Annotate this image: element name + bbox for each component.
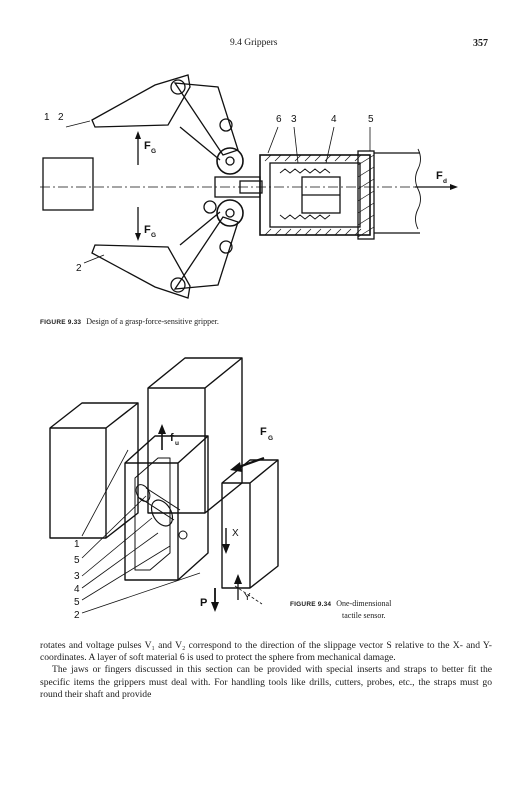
figure-9-33-drawing: 1 2 2 6 3 4 5 F G F G F d xyxy=(40,65,500,310)
label-2-bottom: 2 xyxy=(76,263,82,274)
label-n3: 3 xyxy=(74,571,80,582)
page-header: 9.4 Grippers 357 xyxy=(40,38,500,54)
lower-jaw xyxy=(91,244,191,299)
label-y: Y xyxy=(244,592,251,603)
label-fd: F xyxy=(436,170,443,182)
label-n5b: 5 xyxy=(74,597,80,608)
label-fu: f xyxy=(170,432,174,444)
label-fg: F xyxy=(260,426,267,438)
figure-9-34-caption-line2: tactile sensor. xyxy=(342,611,386,620)
label-6: 6 xyxy=(276,114,282,125)
label-fd-sub: d xyxy=(443,178,447,185)
page-number: 357 xyxy=(473,38,488,49)
left-jaw xyxy=(49,402,139,539)
label-n1: 1 xyxy=(74,539,80,550)
label-fg-top-sub: G xyxy=(151,148,156,155)
figure-9-34-drawing: F G f u X Y P 1 5 3 4 5 2 xyxy=(40,348,340,623)
paragraph-1: rotates and voltage pulses V₁ and V₂ cor… xyxy=(40,640,492,664)
label-x: X xyxy=(232,528,239,539)
label-n4: 4 xyxy=(74,584,80,595)
sensor-housing xyxy=(124,435,209,581)
label-fu-sub: u xyxy=(175,440,179,447)
figure-9-34-caption-label: FIGURE 9.34 xyxy=(290,601,332,608)
lower-link xyxy=(173,216,239,290)
label-n2: 2 xyxy=(74,610,80,621)
tactile-sensor-diagram: F G f u X Y P 1 5 3 4 5 2 xyxy=(49,357,279,621)
figure-9-34-caption-line1: One-dimensional xyxy=(336,599,392,608)
running-header-section: 9.4 Grippers xyxy=(230,38,278,48)
label-fg-bottom: F xyxy=(144,224,151,236)
label-fg-sub: G xyxy=(268,435,273,442)
label-4: 4 xyxy=(331,114,337,125)
upper-jaw xyxy=(91,74,191,128)
figure-9-33-caption: FIGURE 9.33 Design of a grasp-force-sensi… xyxy=(40,316,500,328)
label-fg-top: F xyxy=(144,140,151,152)
figure-9-33-caption-text: Design of a grasp-force-sensitive grippe… xyxy=(86,317,219,326)
gripper-diagram: 1 2 2 6 3 4 5 F G F G F d xyxy=(40,74,458,299)
object-body-1 xyxy=(42,157,94,211)
label-fg-bottom-sub: G xyxy=(151,232,156,239)
label-1: 1 xyxy=(44,112,50,123)
right-jaw xyxy=(221,459,279,589)
body-text: rotates and voltage pulses V₁ and V₂ cor… xyxy=(40,640,492,701)
label-n5a: 5 xyxy=(74,555,80,566)
figure-9-33-caption-label: FIGURE 9.33 xyxy=(40,319,82,326)
label-p: P xyxy=(200,597,207,609)
label-3: 3 xyxy=(291,114,297,125)
paragraph-2: The jaws or fingers discussed in this se… xyxy=(40,664,492,700)
figure-9-34-caption: FIGURE 9.34 One-dimensional tactile senso… xyxy=(290,598,490,621)
label-5: 5 xyxy=(368,114,374,125)
label-2-top: 2 xyxy=(58,112,64,123)
